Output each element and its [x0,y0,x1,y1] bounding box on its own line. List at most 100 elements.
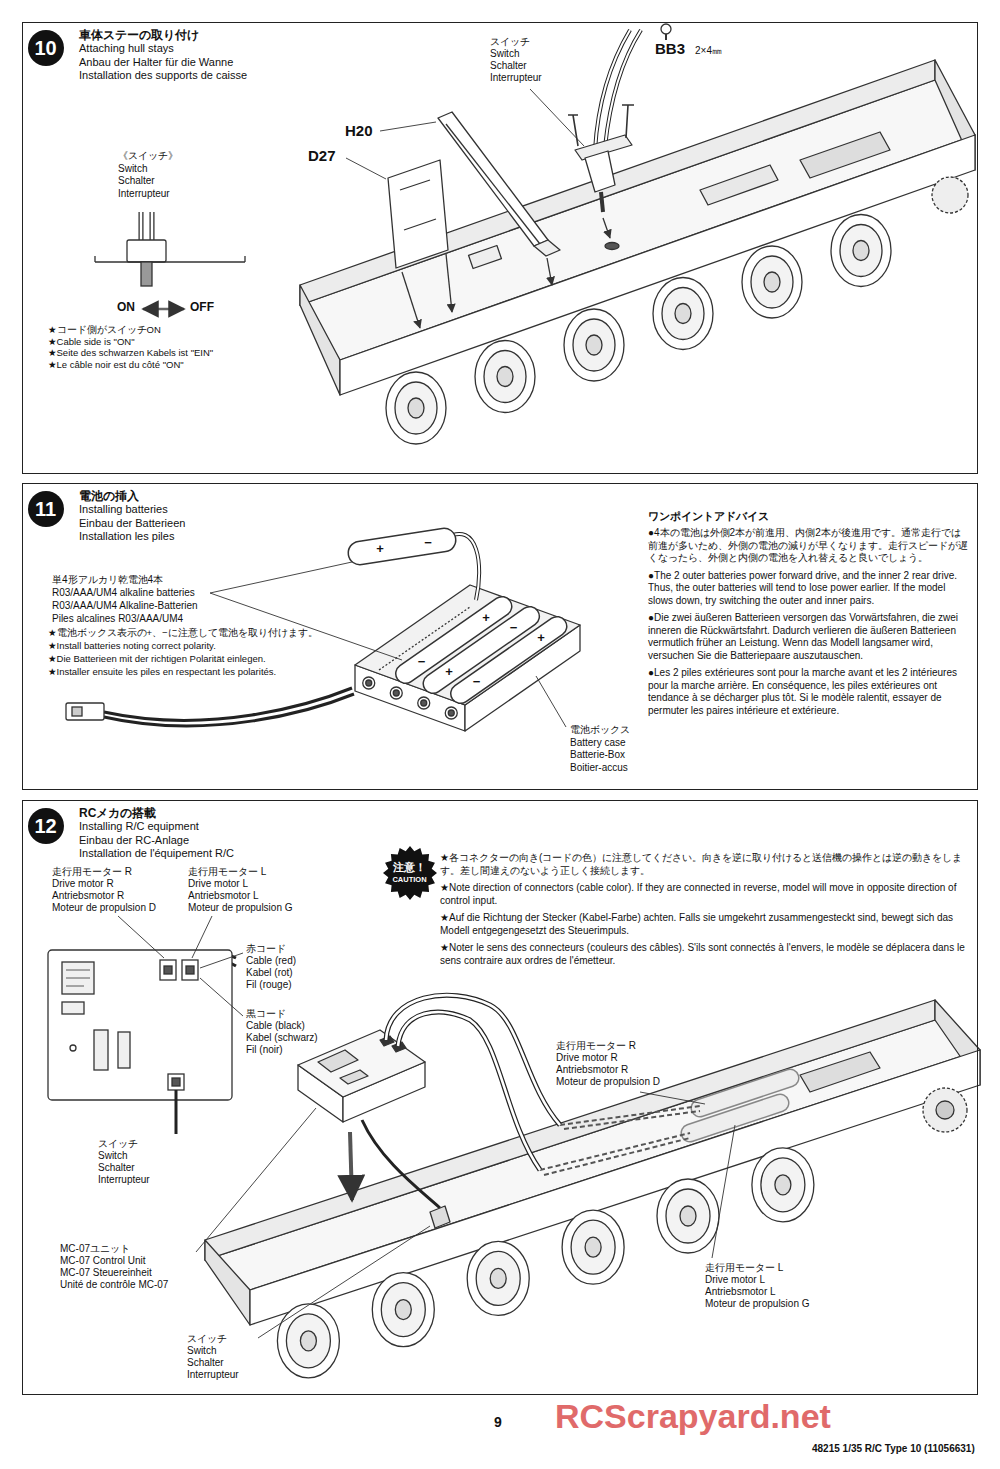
watermark: RCScrapyard.net [555,1396,831,1437]
switch-part-part [605,30,641,147]
switch-part-part [601,192,603,212]
road-wheels-part-part [675,304,691,324]
road-wheels-part [831,215,891,287]
part-label: Boitier-accus [570,762,628,774]
hull-stay-parts-part [438,112,548,246]
part-label: Moteur de propulsion G [705,1298,810,1310]
control-unit-inset-part [48,950,232,1100]
advice-heading: ワンポイントアドバイス [648,510,769,523]
battery-lead-part [104,694,354,726]
hull-chassis [300,60,975,395]
switch-detail-part [151,212,154,241]
part-label: スイッチ [187,1333,227,1345]
hull-stay-parts-part [534,240,560,256]
control-unit-inset-part [70,1045,76,1051]
hull-chassis-part [250,1050,980,1325]
control-unit-inset-part [172,1078,180,1086]
step-number-circle: 10 [28,30,64,66]
note-text: ★Seite des schwarzen Kabels ist "EIN" [48,347,213,358]
switch-detail-part [141,262,152,286]
road-wheels-part-part [831,215,891,287]
battery-case-part [390,687,402,699]
battery-case-part [448,710,454,716]
switch-part-part [603,218,610,238]
step-heading: Installing R/C equipment [79,820,234,833]
control-unit-inset [48,950,236,1134]
road-wheels-part-part [680,1206,696,1226]
part-label: 走行用モーター L [188,866,266,878]
advice-text: ●4本の電池は外側2本が前進用、内側2本が後進用です。通常走行では前進が多いため… [648,527,970,565]
control-unit-inset-part [94,1030,108,1070]
battery-lead-part [72,707,82,716]
road-wheels-part-part [476,1251,520,1305]
switch-detail-part [143,308,184,311]
cable-label: 黒コード [246,1008,286,1020]
switch-part-part [661,24,671,34]
step-heading: Installing batteries [79,503,185,516]
road-wheels-part-part [662,288,704,340]
step-heading: 電池の挿入 [79,489,185,503]
hull-chassis-part [205,1240,250,1325]
road-wheels-part-part [386,372,446,444]
control-unit-inset-part [66,970,90,986]
part-label: Schalter [490,60,527,72]
hull-stay-parts-part [446,124,540,244]
control-unit-inset-part [160,960,176,980]
road-wheels-part-part [752,1148,814,1222]
part-label: MC-07ユニット [60,1243,130,1255]
step-number: 12 [34,814,56,838]
caution-badge: 注意！CAUTION [382,846,438,900]
road-wheels-part-part [853,241,869,261]
battery-case-part [445,707,457,719]
battery-case-part [393,690,399,696]
polarity-mark: − [510,620,518,636]
road-wheels-part-part [751,256,793,308]
part-label: Drive motor R [52,878,114,890]
road-wheels-part [475,341,535,413]
road-wheels-part-part [395,382,437,434]
road-wheels-part-part [562,1210,624,1284]
hull-chassis-part [605,243,619,250]
road-wheels-part-part [395,1300,411,1320]
polarity-mark: − [424,535,432,551]
road-wheels-part-part [653,278,713,350]
part-label: Switch [118,163,147,175]
part-label: Interrupteur [98,1174,150,1186]
part-label: Interrupteur [118,188,170,200]
leader-lines-part [192,916,212,958]
note-text: ★Installer ensuite les piles en respecta… [48,666,276,677]
leader-lines [118,916,243,1016]
road-wheels-part-part [564,309,624,381]
road-wheels-part [386,372,446,444]
leader-lines [210,562,566,727]
part-label: R03/AAA/UM4 alkaline batteries [52,587,195,599]
road-wheels-part [653,278,713,350]
part-label: 単4形アルカリ乾電池4本 [52,574,163,586]
battery-lead [66,688,354,726]
step-heading: Einbau der RC-Anlage [79,834,234,847]
hull-stay-parts [388,112,560,328]
note-text: ★電池ボックス表示の+、−に注意して電池を取り付けます。 [48,627,318,638]
control-unit-inset-part [62,1002,84,1014]
part-label: Schalter [118,175,155,187]
advice-text: ●Les 2 piles extérieures sont pour la ma… [648,667,970,717]
road-wheels-part-part [381,1283,425,1337]
control-unit-part [398,1012,540,1170]
part-number: D27 [308,147,336,165]
part-label: Schalter [98,1162,135,1174]
cable-label: Fil (rouge) [246,979,292,991]
caution-note: ★Auf die Richtung der Stecker (Kabel-Far… [440,912,970,937]
step-panel: 10車体ステーの取り付けAttaching hull staysAnbau de… [22,22,978,474]
hull-stay-parts-part [400,180,436,230]
part-label: Switch [98,1150,127,1162]
hull-chassis-part [564,1111,700,1129]
battery-case [355,585,580,731]
road-wheels-part-part [657,1179,719,1253]
leader-lines-part [210,593,402,660]
leader-lines-part [118,916,164,958]
part-label: Piles alcalines R03/AAA/UM4 [52,613,183,625]
text-group: 注意！CAUTION [382,846,438,900]
road-wheels-part-part [277,1304,339,1378]
loose-battery [352,534,479,600]
